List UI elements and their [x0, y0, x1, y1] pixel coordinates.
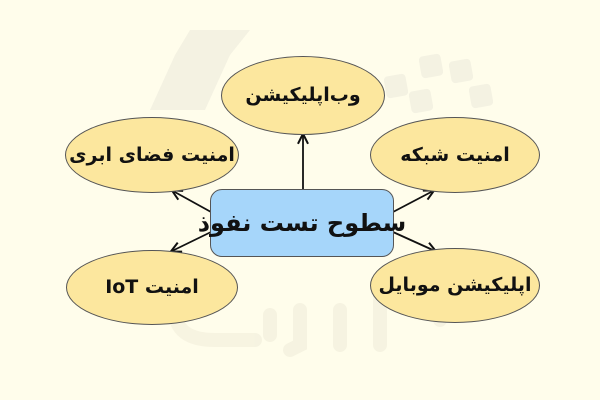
node-label-iot-security: امنیت IoT [105, 276, 199, 298]
node-network-security: امنیت شبکه [370, 117, 540, 193]
center-node-penetration-testing-surfaces: سطوح تست نفوذ [198, 189, 406, 257]
node-label-web-application: وب‌اپلیکیشن [245, 84, 361, 106]
edge-to-iot-security [172, 231, 212, 251]
node-cloud-security: امنیت فضای ابری [65, 117, 239, 193]
node-label-cloud-security: امنیت فضای ابری [69, 143, 235, 166]
node-label-network-security: امنیت شبکه [400, 143, 510, 166]
node-web-application: وب‌اپلیکیشن [221, 56, 385, 135]
edge-to-mobile-application [392, 231, 435, 251]
edge-to-cloud-security [173, 191, 212, 213]
node-mobile-application: اپلیکیشن موبایل [370, 248, 540, 323]
edge-to-network-security [392, 191, 433, 213]
node-iot-security: امنیت IoT [66, 250, 238, 325]
node-label-mobile-application: اپلیکیشن موبایل [378, 274, 532, 296]
center-node-label: سطوح تست نفوذ [197, 209, 407, 237]
